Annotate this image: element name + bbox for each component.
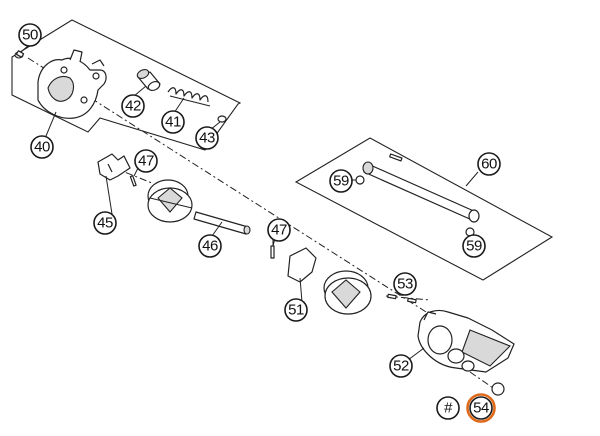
leader-40	[45, 111, 57, 137]
leader-41	[173, 97, 185, 114]
svg-text:52: 52	[393, 358, 409, 375]
callout-59b: 59	[462, 234, 486, 258]
part-46-shaft	[193, 211, 251, 235]
axis-45-47	[111, 166, 153, 184]
leader-60	[465, 171, 479, 187]
part-53-pins	[387, 293, 417, 304]
callout-47b: 47	[267, 218, 291, 242]
svg-text:40: 40	[34, 139, 50, 156]
callout-40: 40	[30, 135, 54, 159]
leader-51	[299, 277, 303, 303]
svg-text:60: 60	[481, 156, 497, 173]
svg-text:45: 45	[97, 215, 113, 232]
callout-50: 50	[18, 23, 42, 47]
part-54-o-ring	[491, 382, 505, 396]
callout-hash: #	[436, 396, 460, 420]
part-52-housing	[417, 309, 515, 373]
svg-text:59: 59	[466, 238, 482, 255]
shaft-group-frame	[294, 137, 554, 281]
callout-53: 53	[393, 272, 417, 296]
svg-text:54: 54	[473, 400, 489, 417]
callout-51: 51	[284, 298, 308, 322]
svg-text:41: 41	[165, 114, 181, 131]
svg-text:53: 53	[397, 276, 413, 293]
part-47-pin	[129, 175, 137, 187]
part-50-screw	[14, 50, 25, 59]
assembly-axis	[27, 57, 471, 341]
cover-group-frame	[11, 19, 242, 151]
callout-52: 52	[389, 354, 413, 378]
leader-46	[211, 221, 223, 237]
part-47-pin-second	[270, 245, 275, 259]
svg-text:47: 47	[271, 222, 287, 239]
svg-text:43: 43	[199, 130, 215, 147]
callout-60: 60	[477, 152, 501, 176]
callout-43: 43	[195, 126, 219, 150]
callout-46: 46	[198, 234, 222, 258]
svg-text:59: 59	[333, 173, 349, 190]
leader-42	[133, 85, 147, 97]
svg-text:46: 46	[202, 238, 218, 255]
part-42-plunger	[136, 69, 161, 92]
part-60-shaft	[355, 153, 480, 237]
callout-47a: 47	[134, 149, 158, 173]
svg-text:42: 42	[125, 98, 141, 115]
leader-52	[407, 347, 425, 361]
part-45-impeller	[97, 153, 193, 223]
axis-54	[469, 371, 497, 391]
axis-53	[385, 295, 431, 301]
part-41-spring	[167, 87, 211, 107]
callout-42: 42	[121, 94, 145, 118]
part-40-cover	[37, 49, 107, 119]
callout-59a: 59	[329, 169, 353, 193]
callout-45: 45	[93, 211, 117, 235]
part-43-washer	[217, 115, 227, 123]
svg-text:50: 50	[22, 27, 38, 44]
highlight-ring	[466, 393, 496, 423]
part-51-impeller	[287, 247, 372, 315]
svg-text:47: 47	[138, 153, 154, 170]
svg-text:#: #	[444, 400, 453, 417]
callout-41: 41	[161, 110, 185, 134]
leader-45	[105, 175, 113, 215]
svg-text:51: 51	[288, 302, 304, 319]
callout-54-highlighted[interactable]: 54	[466, 393, 496, 423]
